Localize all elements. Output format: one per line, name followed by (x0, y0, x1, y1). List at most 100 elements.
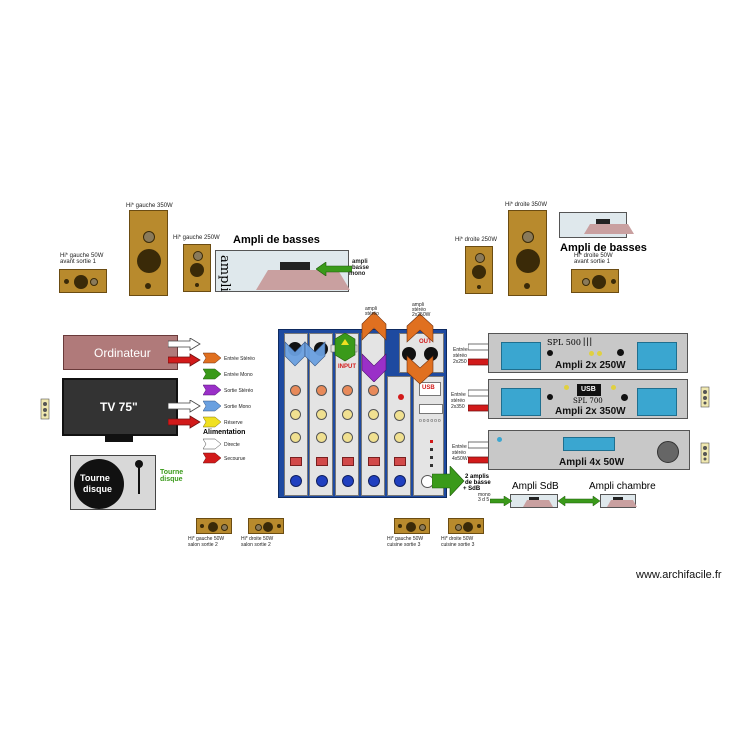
amp-chambre (600, 494, 637, 508)
tweeter-icon (221, 524, 228, 531)
eq-knob[interactable] (290, 409, 301, 420)
tweeter-icon (522, 231, 534, 243)
port-icon (398, 524, 402, 528)
amp-meter-right (637, 342, 677, 370)
bass-driver-cone (256, 270, 350, 290)
mono-label-1: ampli (352, 259, 368, 265)
bass-out-3: + SdB (463, 486, 481, 492)
record-icon (74, 459, 124, 509)
green-arrow-icon (316, 262, 352, 276)
port-icon (611, 279, 616, 284)
gain-knob[interactable] (316, 385, 327, 396)
eq-knob[interactable] (342, 432, 353, 443)
amp2-usb-label: USB (581, 386, 596, 393)
speaker-cuisine-left (394, 518, 430, 534)
meter-led (430, 448, 433, 451)
gain-knob[interactable] (290, 385, 301, 396)
mute-button[interactable] (290, 457, 302, 466)
bass-driver-top (529, 497, 539, 500)
amp-power-icon (547, 350, 553, 356)
speaker-right-50-front (571, 269, 619, 293)
usb-port[interactable]: USB (419, 382, 441, 396)
tweeter-icon (419, 524, 426, 531)
gain-knob[interactable] (342, 385, 353, 396)
label-hifi-left-50-2: avant sortie 1 (60, 259, 97, 265)
a1-in-1: Entrée (453, 347, 468, 353)
mute-button[interactable] (368, 457, 380, 466)
bass-amp-right (559, 212, 634, 238)
fader-knob[interactable] (342, 475, 354, 487)
a1-in-2: stéréo (453, 353, 467, 359)
label-hifi-left-250: Hi* gauche 250W (173, 235, 220, 241)
a3-in-1: Entrée (452, 444, 467, 450)
eq-knob[interactable] (316, 409, 327, 420)
salon-left-1: Hi* gauche 50W (188, 536, 225, 542)
tv-label: TV 75" (100, 400, 138, 414)
tweeter-icon (90, 278, 98, 286)
green-arrow-mixer-icon (334, 333, 356, 362)
port-icon (524, 283, 530, 289)
eq-knob[interactable] (290, 432, 301, 443)
turntable-green-2: disque (160, 476, 183, 483)
salon-right-2: salon sortie 2 (241, 542, 271, 548)
port-icon (195, 283, 199, 287)
label-hifi-right-350: Hi* droite 350W (505, 202, 548, 208)
mixer-out-label: OUT (419, 339, 432, 345)
amp-2x350: USB SPL 700 Ampli 2x 350W (488, 379, 688, 419)
speaker-right-250 (465, 246, 493, 294)
woofer-icon (463, 522, 473, 532)
amp3-title: Ampli 4x 50W (559, 457, 625, 468)
top-left-amp-2: stéréo (365, 311, 379, 317)
bass-amp-title-right: Ampli de basses (560, 242, 647, 254)
mono-label-3: mono (349, 271, 366, 277)
legend-mono-out: Sortie Mono (224, 404, 251, 410)
amp-bars-icon: ||| (583, 336, 594, 346)
speaker-left-50-front (59, 269, 107, 293)
tv-screen: TV 75" (62, 378, 178, 436)
fader-knob[interactable] (290, 475, 302, 487)
orange-purple-arrows-icon (361, 311, 387, 382)
speaker-left-350 (129, 210, 168, 296)
tweeter-icon (143, 231, 155, 243)
amp-led-icon (611, 385, 616, 390)
speaker-salon-right (248, 518, 284, 534)
fader-knob[interactable] (368, 475, 380, 487)
amp2-brand: SPL 700 (573, 397, 603, 405)
tweeter-icon (475, 253, 485, 263)
mute-button[interactable] (394, 457, 406, 466)
fader-knob[interactable] (394, 475, 406, 487)
bass-out-4: mono (478, 492, 491, 498)
fader-knob[interactable] (316, 475, 328, 487)
output-jack-icon (402, 347, 416, 361)
watermark: www.archifacile.fr (636, 569, 722, 581)
amp-usb-slot: USB (577, 384, 601, 396)
gain-knob[interactable] (368, 385, 379, 396)
amp-sdb-title: Ampli SdB (512, 481, 559, 492)
amp-led-icon (564, 385, 569, 390)
amp-chambre-title: Ampli chambre (589, 481, 656, 492)
bass-driver-top (613, 497, 623, 500)
meter-led (430, 464, 433, 467)
eq-knob[interactable] (368, 409, 379, 420)
amp-led-icon (597, 351, 602, 356)
mute-button[interactable] (316, 457, 328, 466)
bass-driver-cone (523, 500, 553, 507)
eq-knob[interactable] (394, 410, 405, 421)
eq-knob[interactable] (342, 409, 353, 420)
port-icon (145, 283, 151, 289)
legend-stereo-in: Entrée Stéréo (224, 356, 255, 362)
top-left-amp-1: ampli (365, 306, 377, 312)
amp-volume-knob[interactable] (657, 441, 679, 463)
label-hifi-left-350: Hi* gauche 350W (126, 203, 173, 209)
eq-knob[interactable] (316, 432, 327, 443)
woofer-icon (472, 265, 486, 279)
eq-knob[interactable] (394, 432, 405, 443)
mixer-input-label: INPUT (338, 364, 356, 370)
mute-button[interactable] (342, 457, 354, 466)
green-double-arrow-icon (558, 495, 600, 507)
eq-knob[interactable] (368, 432, 379, 443)
lightblue-arrows-icon (284, 341, 326, 367)
tweeter-icon (255, 524, 262, 531)
woofer-icon (190, 263, 204, 277)
woofer-icon (263, 522, 273, 532)
